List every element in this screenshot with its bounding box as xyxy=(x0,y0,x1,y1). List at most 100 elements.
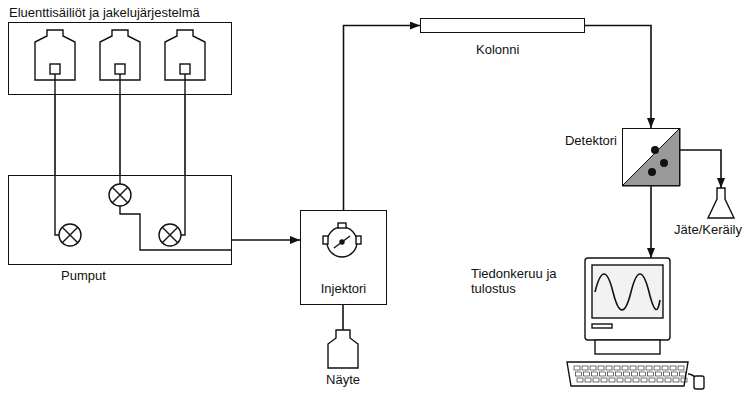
key xyxy=(624,372,630,376)
key xyxy=(632,372,638,376)
computer-node: Tiedonkeruu ja tulostus xyxy=(565,258,690,388)
key xyxy=(585,378,591,382)
key xyxy=(646,366,652,370)
eluent-bottle xyxy=(165,30,205,80)
key xyxy=(584,372,590,376)
solvent-filter xyxy=(180,64,190,74)
key xyxy=(617,378,623,382)
valve-pivot xyxy=(340,240,344,244)
injector-box: Injektori xyxy=(300,210,387,305)
key xyxy=(630,366,636,370)
node-label: Jäte/Keräily xyxy=(674,222,742,237)
node-label: Injektori xyxy=(307,281,380,296)
key xyxy=(648,372,654,376)
key xyxy=(598,366,604,370)
detector-dot xyxy=(660,159,668,167)
disk-slot xyxy=(592,324,612,328)
computer xyxy=(567,258,704,389)
key xyxy=(576,372,582,376)
monitor-base xyxy=(595,340,660,354)
flow-connector xyxy=(650,186,652,258)
key xyxy=(680,372,686,376)
valve-body xyxy=(327,227,357,257)
key xyxy=(656,372,662,376)
key xyxy=(614,366,620,370)
injector-valve xyxy=(323,223,361,257)
key xyxy=(681,378,687,382)
key xyxy=(608,372,614,376)
flow-connector xyxy=(344,26,421,211)
key xyxy=(640,372,646,376)
flow-connector xyxy=(585,26,651,129)
key xyxy=(678,366,684,370)
key xyxy=(665,378,671,382)
node-label: Eluenttisäiliöt ja jakelujärjestelmä xyxy=(9,5,200,20)
mouse xyxy=(694,376,704,389)
sample-node: Näyte xyxy=(328,330,358,368)
key xyxy=(672,372,678,376)
flow-connector xyxy=(342,305,344,330)
detector-dot xyxy=(651,146,659,154)
key xyxy=(654,366,660,370)
key xyxy=(622,366,628,370)
detector-box: Detektori xyxy=(622,128,680,186)
key xyxy=(593,378,599,382)
keyboard-keys xyxy=(574,366,687,382)
reservoir-box: Eluenttisäiliöt ja jakelujärjestelmä xyxy=(8,22,232,95)
signal-trace xyxy=(595,274,660,310)
keyboard xyxy=(567,362,688,386)
waste-node: Jäte/Keräily xyxy=(708,188,734,218)
detector-cell xyxy=(622,128,680,186)
key xyxy=(673,378,679,382)
eluent-bottles xyxy=(35,30,205,95)
sample-vial xyxy=(328,330,358,368)
key xyxy=(592,372,598,376)
key xyxy=(657,378,663,382)
key xyxy=(649,378,655,382)
key xyxy=(664,372,670,376)
key xyxy=(641,378,647,382)
flow-connector xyxy=(680,150,721,188)
waste-flask xyxy=(708,188,734,218)
key xyxy=(590,366,596,370)
key xyxy=(670,366,676,370)
node-label: Pumput xyxy=(61,268,106,283)
valve-loop xyxy=(334,236,350,248)
node-label: Näyte xyxy=(326,372,360,387)
node-label: Tiedonkeruu ja tulostus xyxy=(471,266,559,296)
key xyxy=(625,378,631,382)
node-label: Detektori xyxy=(565,133,617,148)
valve-port xyxy=(356,236,361,244)
detector-half xyxy=(622,128,680,186)
solvent-filter xyxy=(115,64,125,74)
detector-dot xyxy=(648,168,656,176)
key xyxy=(609,378,615,382)
valve-port xyxy=(323,236,328,244)
pump-cross xyxy=(62,187,178,243)
eluent-bottle xyxy=(35,30,75,80)
key xyxy=(582,366,588,370)
key xyxy=(577,378,583,382)
pump-box: Pumput xyxy=(8,175,232,265)
solvent-filter xyxy=(50,64,60,74)
pump-line xyxy=(55,175,232,250)
monitor xyxy=(585,258,670,340)
key xyxy=(600,372,606,376)
key xyxy=(662,366,668,370)
key xyxy=(574,366,580,370)
solvent-line xyxy=(55,74,185,95)
valve-port xyxy=(338,223,346,228)
pump-symbols xyxy=(55,175,232,250)
flow-connector xyxy=(55,95,185,175)
key xyxy=(616,372,622,376)
key xyxy=(601,378,607,382)
key xyxy=(633,378,639,382)
key xyxy=(638,366,644,370)
flow-connector xyxy=(232,239,300,241)
node-label: Kolonni xyxy=(476,42,519,57)
eluent-bottle xyxy=(100,30,140,80)
screen xyxy=(592,265,663,318)
